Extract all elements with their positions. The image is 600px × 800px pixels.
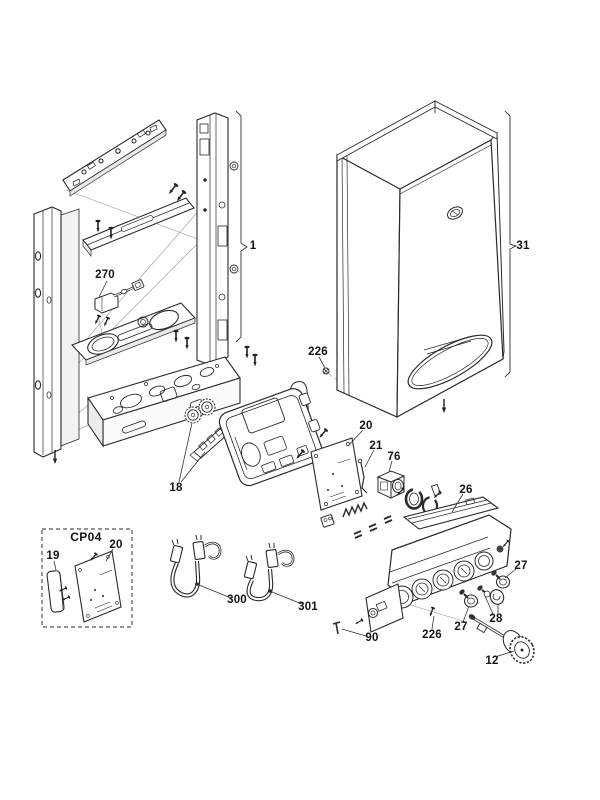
part-76 [376, 470, 406, 499]
frame-left-column [33, 206, 80, 458]
frame-callout-bracket [235, 110, 248, 343]
retaining-clips [353, 515, 393, 539]
grommet [368, 608, 378, 618]
brand-logo-oval [447, 206, 463, 220]
part-270-valve [94, 279, 145, 314]
cable-301-part [243, 542, 295, 602]
caps-28-parts [477, 585, 505, 605]
frame-top-crossmember [82, 197, 195, 257]
frame-mid-crossmember [71, 302, 196, 366]
valve-27-right-part [491, 570, 511, 589]
panel-19-part [46, 570, 65, 613]
electrode-21 [357, 458, 368, 494]
cp04-callout-box [41, 528, 133, 628]
leader-lines [53, 280, 517, 658]
control-knobs [184, 398, 216, 424]
base-pan [87, 356, 241, 448]
pcb-20-cp04-part [74, 550, 122, 623]
cable-300-part [169, 534, 222, 598]
valve-27-bottom-part [459, 589, 479, 608]
pin-90-part [332, 621, 341, 635]
pressure-gauge-12 [468, 614, 535, 664]
pcb-20 [310, 437, 363, 511]
wall-mounting-bracket [62, 119, 167, 197]
control-box-housing [218, 388, 324, 487]
casing-31-part [336, 100, 505, 419]
frame-right-column [196, 112, 239, 366]
manifold-26 [365, 496, 512, 633]
screw-226-top-part [322, 367, 330, 375]
casing-callout-bracket [504, 110, 518, 378]
spring [342, 501, 368, 518]
terminal-block [320, 514, 335, 528]
